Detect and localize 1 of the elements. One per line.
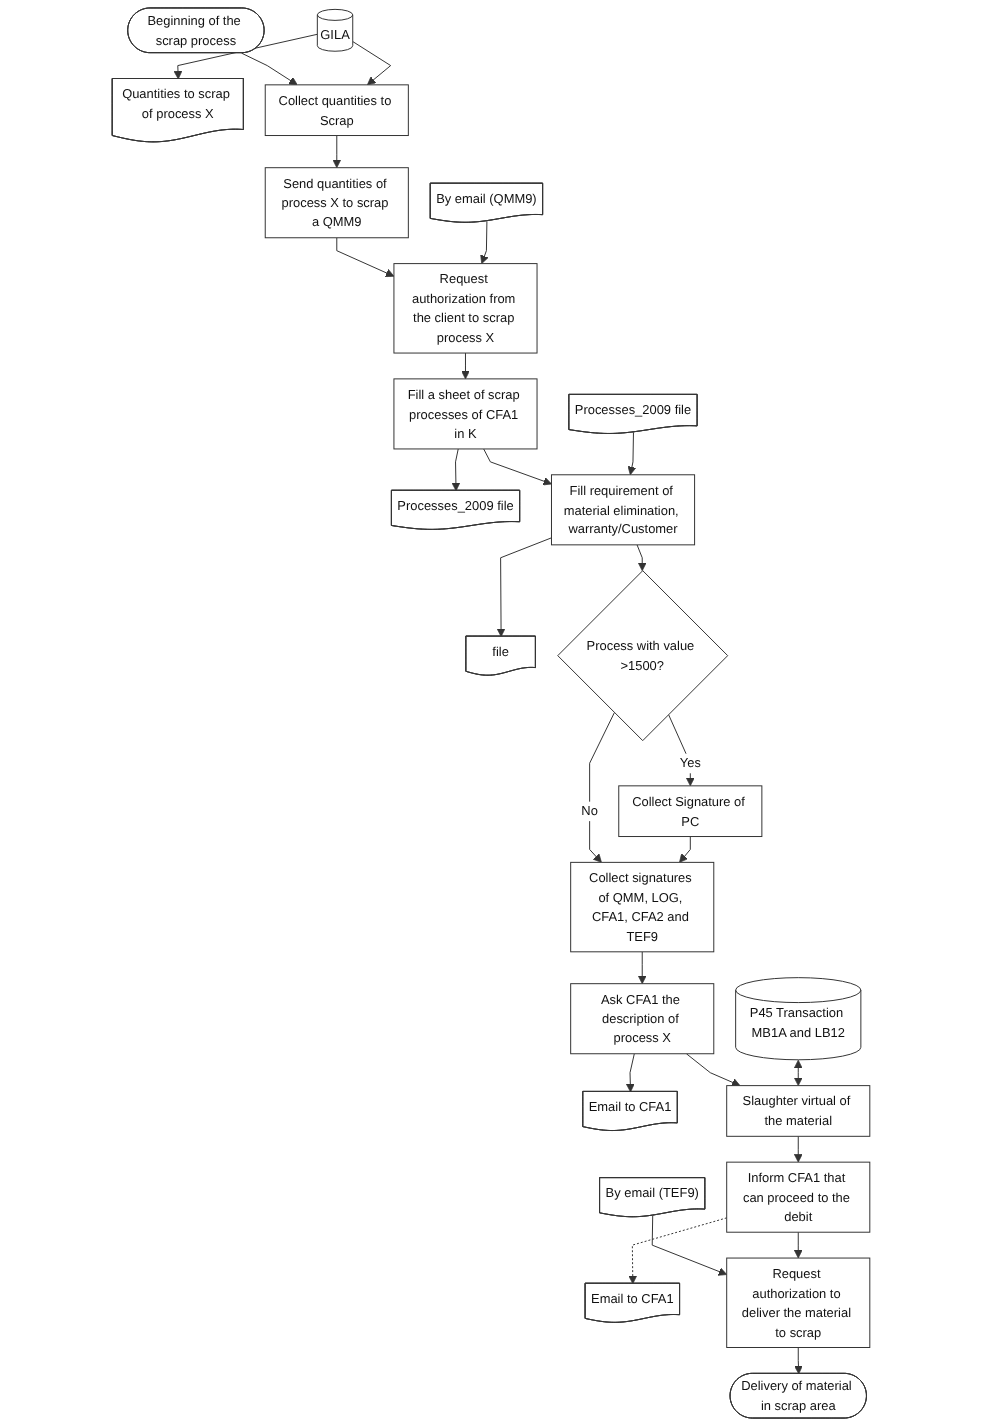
arrow	[793, 1059, 803, 1086]
